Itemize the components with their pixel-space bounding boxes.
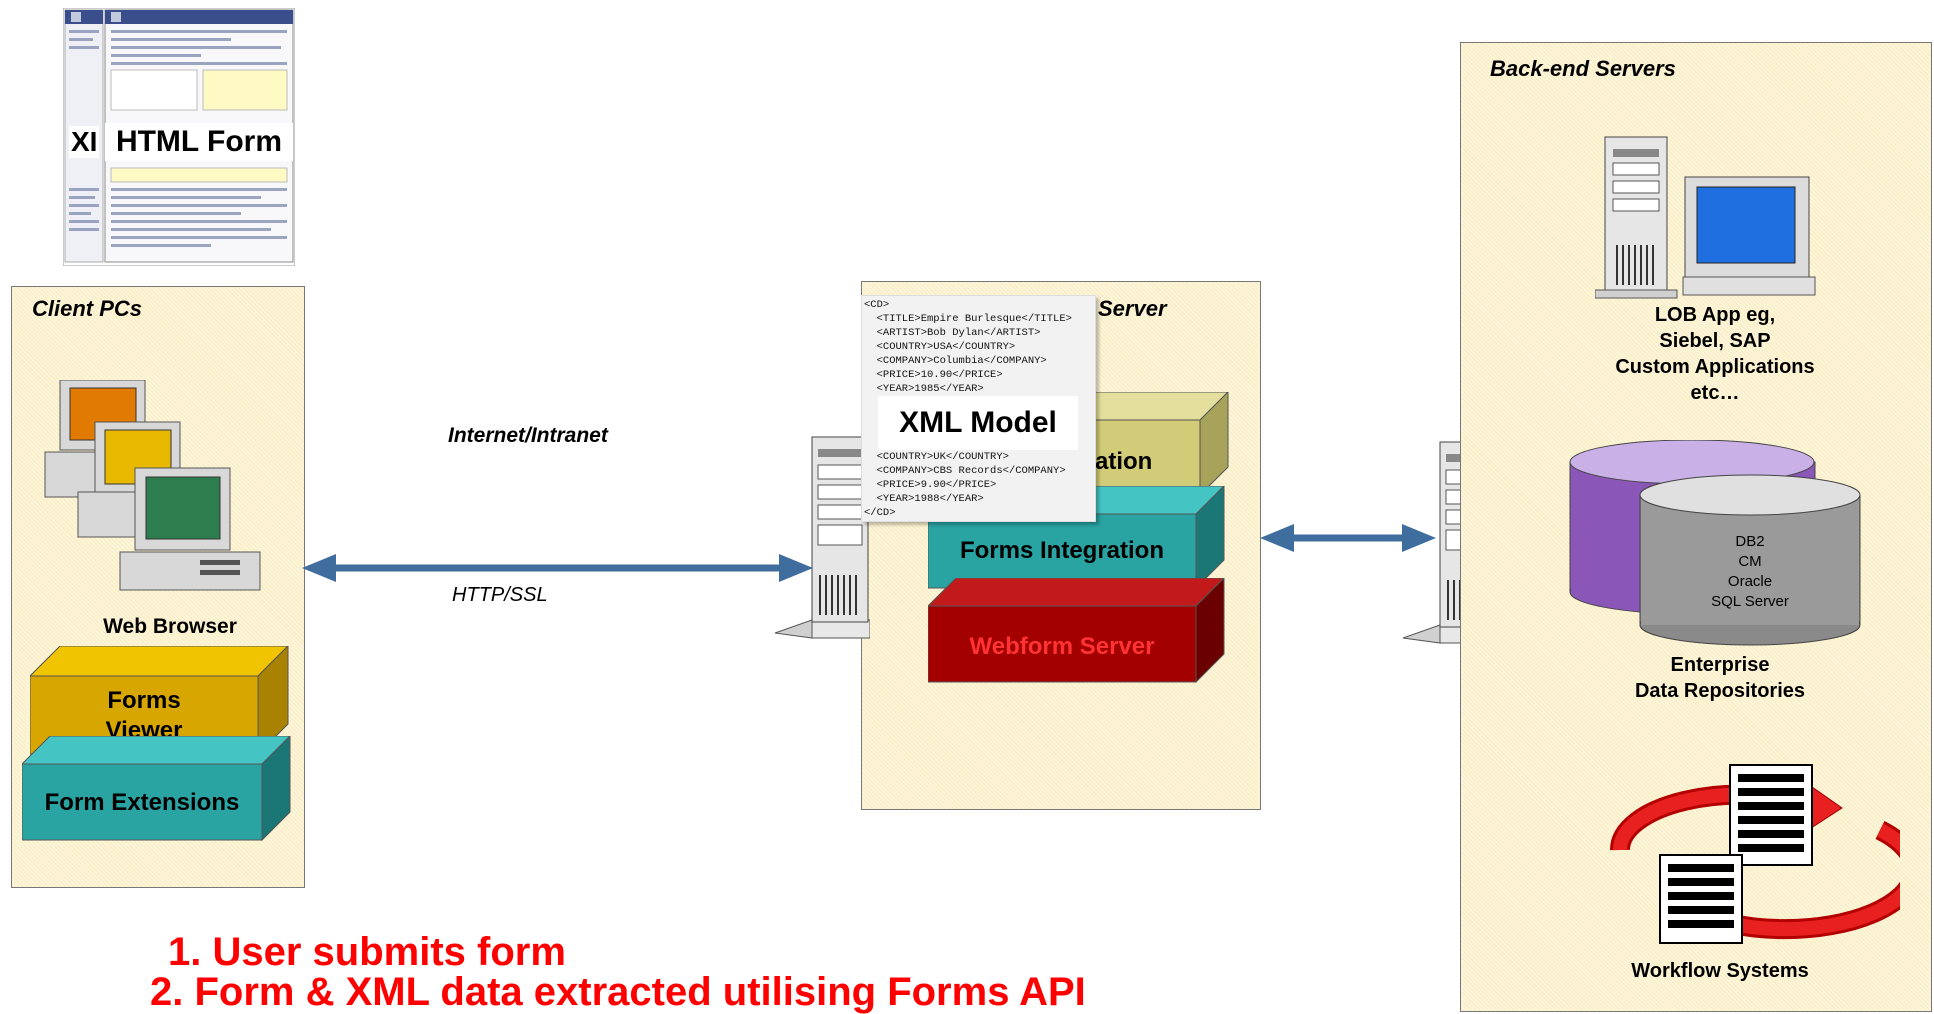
webform-server-block: Webform Server bbox=[928, 578, 1226, 684]
webform-server-label: Webform Server bbox=[969, 633, 1155, 660]
app-server-tower-icon bbox=[774, 436, 870, 639]
forms-integration-label: Forms Integration bbox=[959, 537, 1164, 564]
database-icon bbox=[1569, 440, 1861, 646]
http-arrow bbox=[302, 554, 813, 582]
workflow-systems-label: Workflow Systems bbox=[1631, 960, 1809, 982]
step-1: 1. User submits form bbox=[168, 930, 566, 974]
webform-server-shape bbox=[928, 578, 1225, 684]
form-extensions-shape bbox=[22, 736, 291, 842]
step-2: 2. Form & XML data extracted utilising F… bbox=[150, 970, 1086, 1014]
xml-bottom-snippet: <COUNTRY>UK</COUNTRY> <COMPANY>CBS Recor… bbox=[864, 451, 1066, 519]
enterprise-repositories-label: Enterprise Data Repositories bbox=[1634, 654, 1806, 702]
server-title: Server bbox=[1098, 296, 1167, 321]
xml-model-title-box bbox=[878, 396, 1078, 450]
client-computers-icon bbox=[44, 380, 261, 591]
xml-model-card: <CD> <TITLE>Empire Burlesque</TITLE> <AR… bbox=[861, 295, 1096, 522]
xml-top-snippet: <CD> <TITLE>Empire Burlesque</TITLE> <AR… bbox=[864, 299, 1072, 395]
workflow-icon bbox=[1609, 764, 1900, 944]
html-form-label: HTML Form bbox=[105, 123, 293, 161]
backend-arrow bbox=[1260, 524, 1436, 552]
protocol-label: HTTP/SSL bbox=[452, 584, 548, 606]
html-form-thumbnail: XI HTML Form bbox=[62, 7, 296, 267]
lob-app-label: LOB App eg, Siebel, SAP Custom Applicati… bbox=[1615, 304, 1815, 404]
client-pcs-title: Client PCs bbox=[32, 296, 143, 321]
xml-model-title: XML Model bbox=[899, 406, 1057, 439]
internet-label: Internet/Intranet bbox=[448, 424, 608, 447]
form-extensions-label: Form Extensions bbox=[44, 789, 240, 816]
backend-servers-title: Back-end Servers bbox=[1490, 56, 1676, 81]
lob-server-icon bbox=[1595, 136, 1816, 299]
form-extensions-block: Form Extensions bbox=[22, 736, 292, 844]
web-browser-label: Web Browser bbox=[103, 615, 237, 638]
html-form-back-label: XI bbox=[69, 126, 100, 158]
database-list: DB2 CM Oracle SQL Server bbox=[1711, 533, 1789, 610]
